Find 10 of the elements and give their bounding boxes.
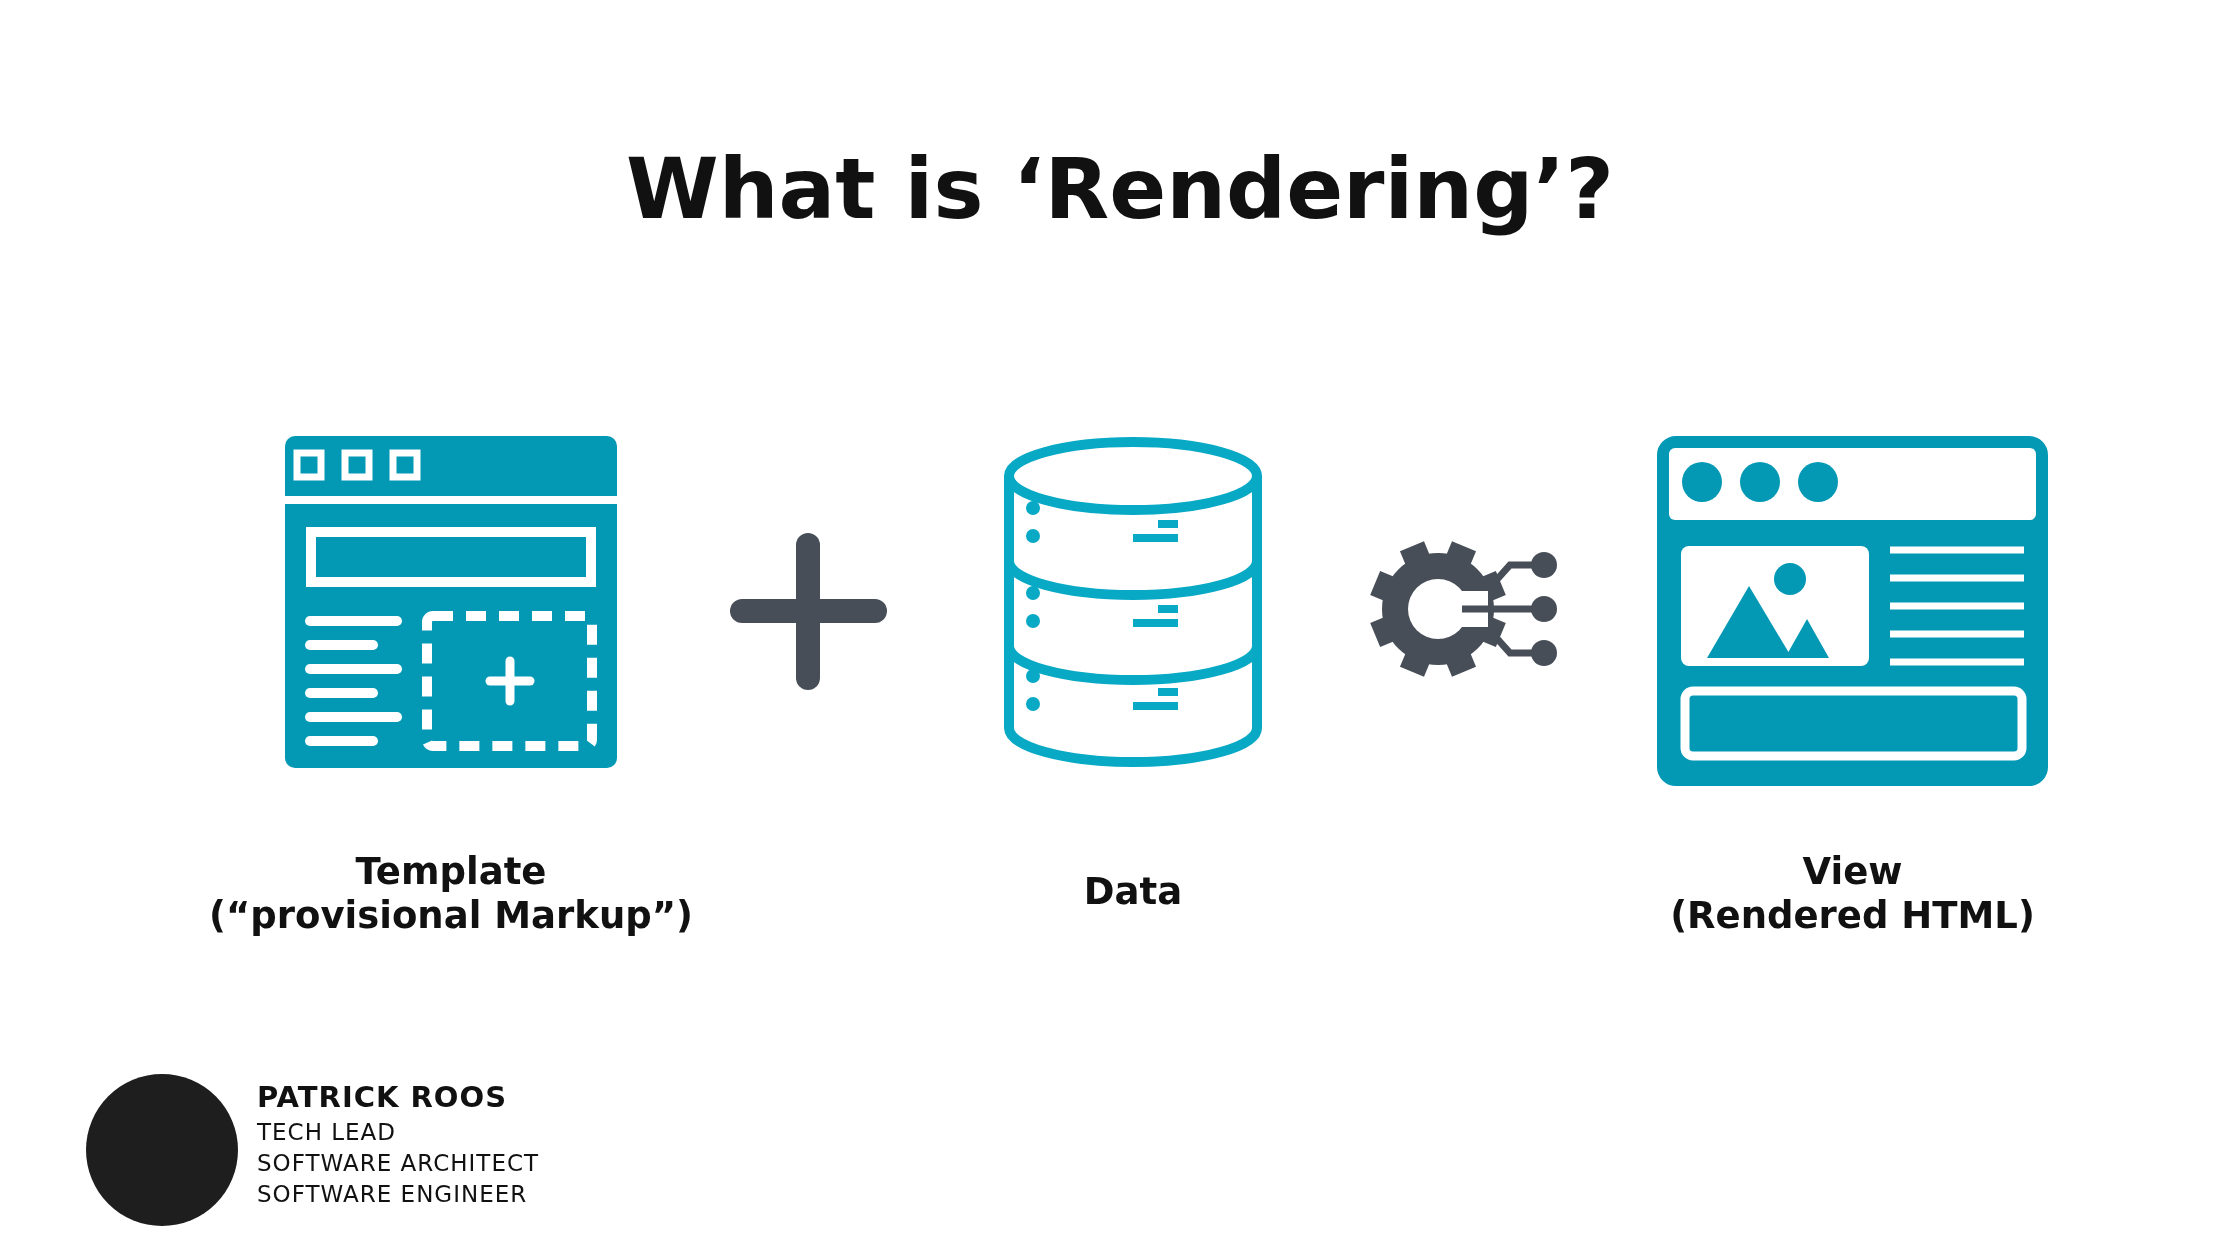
node-subtitle: (Rendered HTML)	[1670, 894, 2035, 938]
author-role: SOFTWARE ARCHITECT	[257, 1150, 540, 1176]
author-name: PATRICK ROOS	[257, 1080, 508, 1114]
title: What is ‘Rendering’?	[625, 140, 1615, 238]
node-title: Data	[1083, 870, 1183, 914]
node-title: View	[1802, 850, 1903, 894]
author-role: SOFTWARE ENGINEER	[257, 1181, 528, 1207]
author-role: TECH LEAD	[257, 1119, 397, 1145]
node-title: Template	[355, 850, 547, 894]
node-subtitle: (“provisional Markup”)	[209, 894, 693, 938]
